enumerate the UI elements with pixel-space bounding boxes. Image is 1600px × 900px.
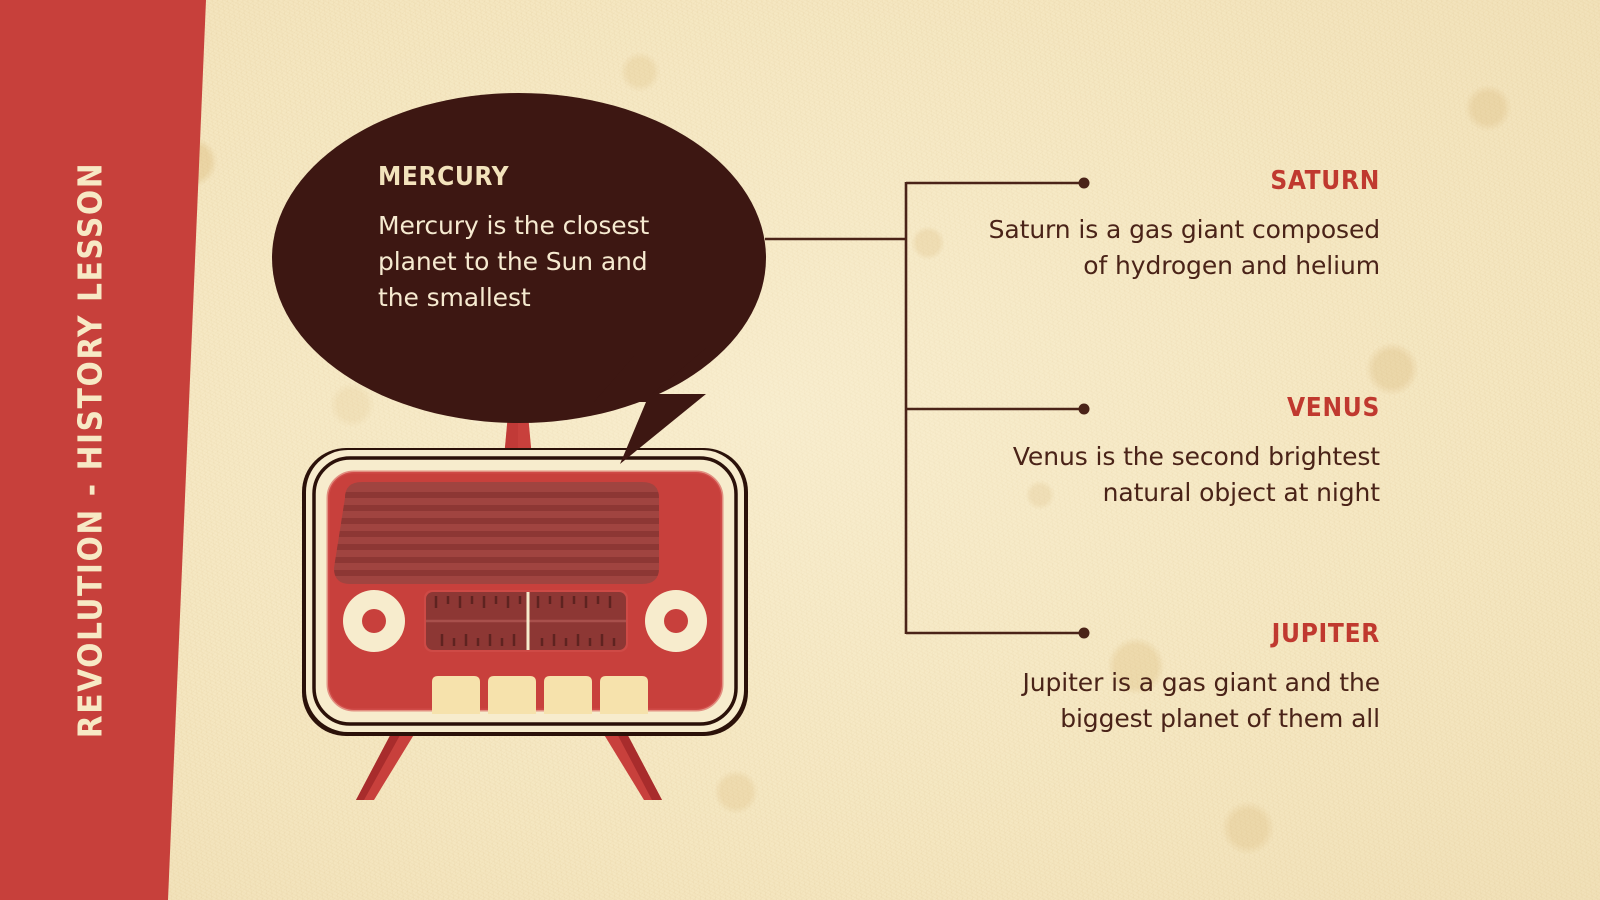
radio-knob-right[interactable] — [645, 590, 707, 652]
planet-body-saturn: Saturn is a gas giant composed of hydrog… — [988, 215, 1380, 281]
radio-speaker-grille — [334, 482, 659, 584]
planet-block-jupiter: JUPITER Jupiter is a gas giant and the b… — [980, 619, 1380, 738]
speech-bubble-tail-bolt-icon — [558, 338, 706, 464]
radio-button-3 — [544, 676, 592, 714]
planet-block-venus: VENUS Venus is the second brightest natu… — [980, 393, 1380, 512]
radio-legs — [356, 728, 662, 800]
radio-button-2 — [488, 676, 536, 714]
planet-heading-venus: VENUS — [1286, 393, 1380, 423]
sidebar-band: REVOLUTION - HISTORY LESSON — [0, 0, 206, 900]
radio-button-1 — [432, 676, 480, 714]
planet-body-jupiter: Jupiter is a gas giant and the biggest p… — [1022, 668, 1380, 734]
planet-heading-jupiter: JUPITER — [1271, 619, 1380, 649]
bubble-body-mercury: Mercury is the closest planet to the Sun… — [378, 211, 650, 312]
planet-heading-saturn: SATURN — [1270, 166, 1380, 196]
planet-block-saturn: SATURN Saturn is a gas giant composed of… — [980, 166, 1380, 285]
radio-button-row[interactable] — [432, 676, 648, 714]
speech-bubble-shape — [272, 93, 766, 423]
vintage-radio-illustration — [302, 336, 748, 800]
radio-button-4 — [600, 676, 648, 714]
speech-bubble-content: MERCURY Mercury is the closest planet to… — [378, 162, 678, 316]
radio-knob-left[interactable] — [343, 590, 405, 652]
bubble-heading-mercury: MERCURY — [378, 162, 510, 192]
radio-tuning-dial[interactable] — [424, 590, 628, 652]
planet-body-venus: Venus is the second brightest natural ob… — [1012, 442, 1380, 508]
